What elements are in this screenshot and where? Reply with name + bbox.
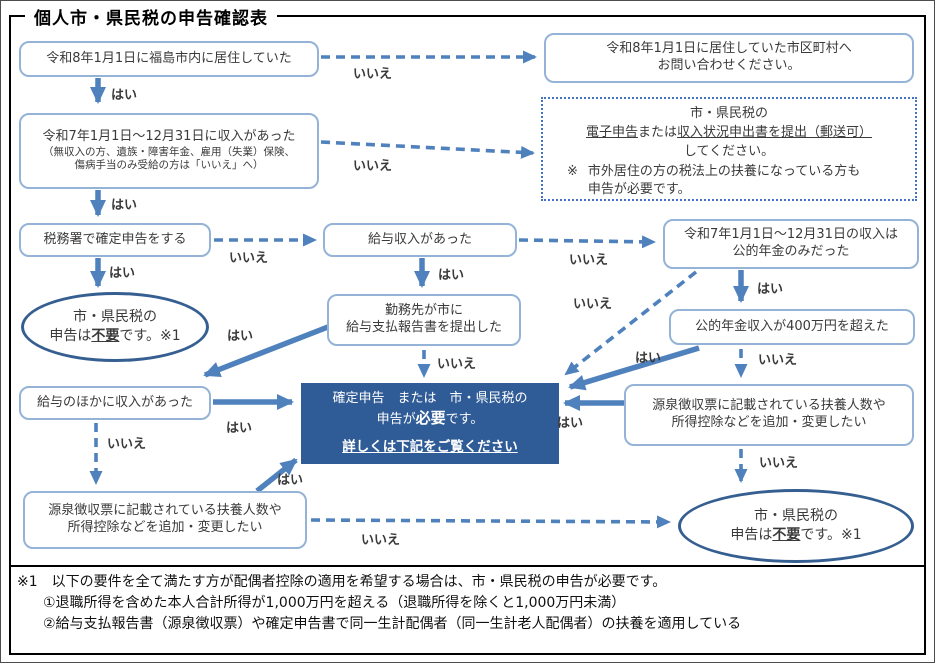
label-employerreport-yes: はい [227,329,254,344]
separator-line [11,565,924,567]
node-residence-question: 令和8年1月1日に福島市内に居住していた [19,41,319,77]
node-pension-over-4m-question: 公的年金収入が400万円を超えた [669,309,915,345]
node-withholding-change-right-question: 源泉徴収票に記載されている扶養人数や 所得控除などを追加・変更したい [624,384,914,446]
label-otherincome-yes: はい [226,421,253,436]
footnote: ※1 以下の要件を全て満たす方が配偶者控除の適用を希望する場合は、市・県民税の申… [17,572,741,635]
footnote-line-1: ※1 以下の要件を全て満たす方が配偶者控除の適用を希望する場合は、市・県民税の申… [17,574,667,590]
label-income-yes: はい [111,198,138,213]
label-withholding-left-no: いいえ [361,533,401,548]
label-salary-yes: はい [438,268,465,283]
label-taxoffice-no: いいえ [229,251,269,266]
node-salary-income-question: 給与収入があった [323,223,517,257]
label-residence-yes: はい [111,88,138,103]
node-employer-report-question: 勤務先が市に 給与支払報告書を提出した [327,294,521,346]
node-tax-office-question: 税務署で確定申告をする [19,223,211,257]
node-other-municipality: 令和8年1月1日に居住していた市区町村へ お問い合わせください。 [544,33,914,83]
label-pensiononly-yes: はい [757,282,784,297]
label-withholding-left-yes: はい [277,473,304,488]
node-efile-instruction: 市・県民税の 電子申告または収入状況申出書を提出（郵送可） してください。 ※ … [541,97,917,201]
label-residence-no: いいえ [353,67,393,82]
label-otherincome-no: いいえ [107,437,147,452]
footnote-line-3: ②給与支払報告書（源泉徴収票）や確定申告書で同一生計配偶者（同一生計老人配偶者）… [43,616,742,632]
node-other-income-question: 給与のほかに収入があった [19,386,211,420]
label-employerreport-no: いいえ [437,357,477,372]
label-income-no: いいえ [353,159,393,174]
label-withholding-right-yes: はい [557,416,584,431]
label-pensionover-no: いいえ [758,353,798,368]
node-withholding-change-left-question: 源泉徴収票に記載されている扶養人数や 所得控除などを追加・変更したい [23,491,307,549]
footnote-line-2: ①退職所得を含めた本人合計所得が1,000万円を超える（退職所得を除くと1,00… [43,595,626,611]
label-withholding-right-no: いいえ [759,456,799,471]
ellipse-not-required-left: 市・県民税の 申告は不要です。※1 [21,292,209,362]
node-declaration-required: 確定申告 または 市・県民税の 申告が必要です。 詳しくは下記をご覧ください [301,383,559,464]
page-title: 個人市・県民税の申告確認表 [25,4,277,29]
outer-frame [9,15,926,655]
label-pensiononly-no: いいえ [573,297,613,312]
node-pension-only-question: 令和7年1月1日～12月31日の収入は 公的年金のみだった [663,219,919,269]
node-income-question: 令和7年1月1日～12月31日に収入があった （無収入の方、遺族・障害年金、雇用… [19,113,319,189]
label-pensionover-yes: はい [635,351,662,366]
ellipse-not-required-right: 市・県民税の 申告は不要です。※1 [678,489,914,563]
label-taxoffice-yes: はい [109,266,136,281]
label-salary-no: いいえ [569,253,609,268]
